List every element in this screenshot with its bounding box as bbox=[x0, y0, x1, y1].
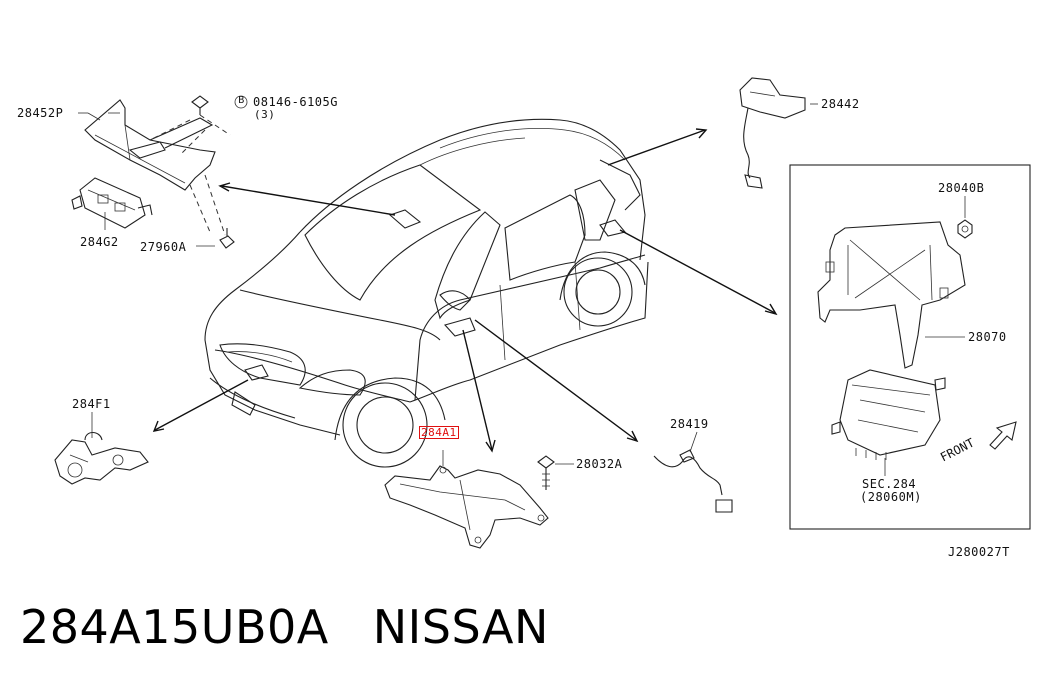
bracket-284a1 bbox=[384, 450, 549, 549]
nut-28040b bbox=[957, 219, 973, 239]
label-28442: 28442 bbox=[821, 97, 860, 111]
vehicle-outline bbox=[204, 118, 649, 468]
front-arrow-icon bbox=[989, 421, 1017, 450]
label-08146-prefix: B bbox=[238, 95, 245, 106]
caption: 284A15UB0A NISSAN bbox=[20, 600, 549, 654]
pointer-arrows bbox=[152, 128, 778, 453]
diagram-code: J280027T bbox=[948, 545, 1010, 559]
sec284-detail-box bbox=[789, 164, 1031, 530]
sensor-28442 bbox=[739, 77, 806, 189]
label-27960a: 27960A bbox=[140, 240, 187, 254]
label-28070: 28070 bbox=[968, 330, 1007, 344]
bolt-27960a bbox=[219, 228, 235, 249]
label-284a1-highlighted[interactable]: 284A1 bbox=[419, 426, 459, 439]
leader-lines bbox=[78, 103, 966, 476]
bracket-28452p bbox=[84, 99, 216, 191]
label-28040b: 28040B bbox=[938, 181, 985, 195]
caption-part-number: 284A15UB0A bbox=[20, 600, 329, 654]
label-28419: 28419 bbox=[670, 417, 709, 431]
camera-284g2 bbox=[71, 177, 153, 229]
screws-08146 bbox=[149, 95, 248, 236]
bolt-28032a bbox=[537, 455, 555, 490]
caption-brand: NISSAN bbox=[372, 600, 549, 654]
label-08146-qty: (3) bbox=[254, 108, 276, 121]
label-08146: 08146-6105G bbox=[253, 95, 338, 109]
label-28032a: 28032A bbox=[576, 457, 623, 471]
label-284g2: 284G2 bbox=[80, 235, 119, 249]
sensor-284f1 bbox=[54, 431, 149, 485]
harness-28419 bbox=[653, 431, 733, 513]
label-28452p: 28452P bbox=[17, 106, 64, 120]
label-sec284: SEC.284 bbox=[862, 477, 917, 491]
module-sec284 bbox=[831, 369, 946, 460]
label-sec284-sub: (28060M) bbox=[860, 490, 922, 504]
bracket-28070 bbox=[817, 221, 966, 369]
label-284f1: 284F1 bbox=[72, 397, 111, 411]
